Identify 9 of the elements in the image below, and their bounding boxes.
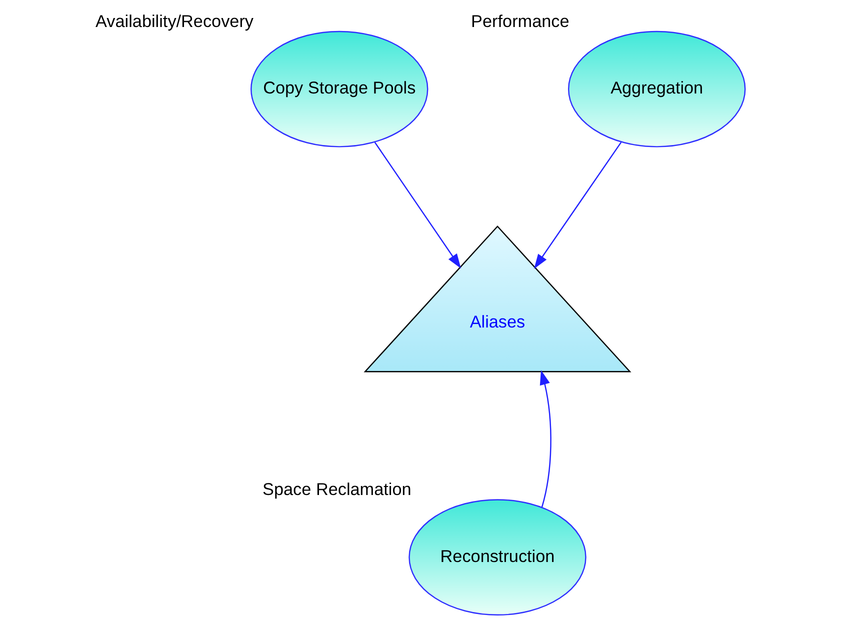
arrow	[374, 142, 460, 268]
node-ellipse: Reconstruction	[408, 499, 586, 616]
node-label: Performance	[470, 10, 569, 31]
node-label: Availability/Recovery	[95, 10, 253, 31]
node-ellipse: Aggregation	[567, 30, 746, 148]
arrow	[539, 370, 551, 508]
arrow	[534, 142, 622, 269]
node-ellipse: Copy Storage Pools	[250, 30, 428, 148]
node-label: Space Reclamation	[262, 479, 411, 500]
